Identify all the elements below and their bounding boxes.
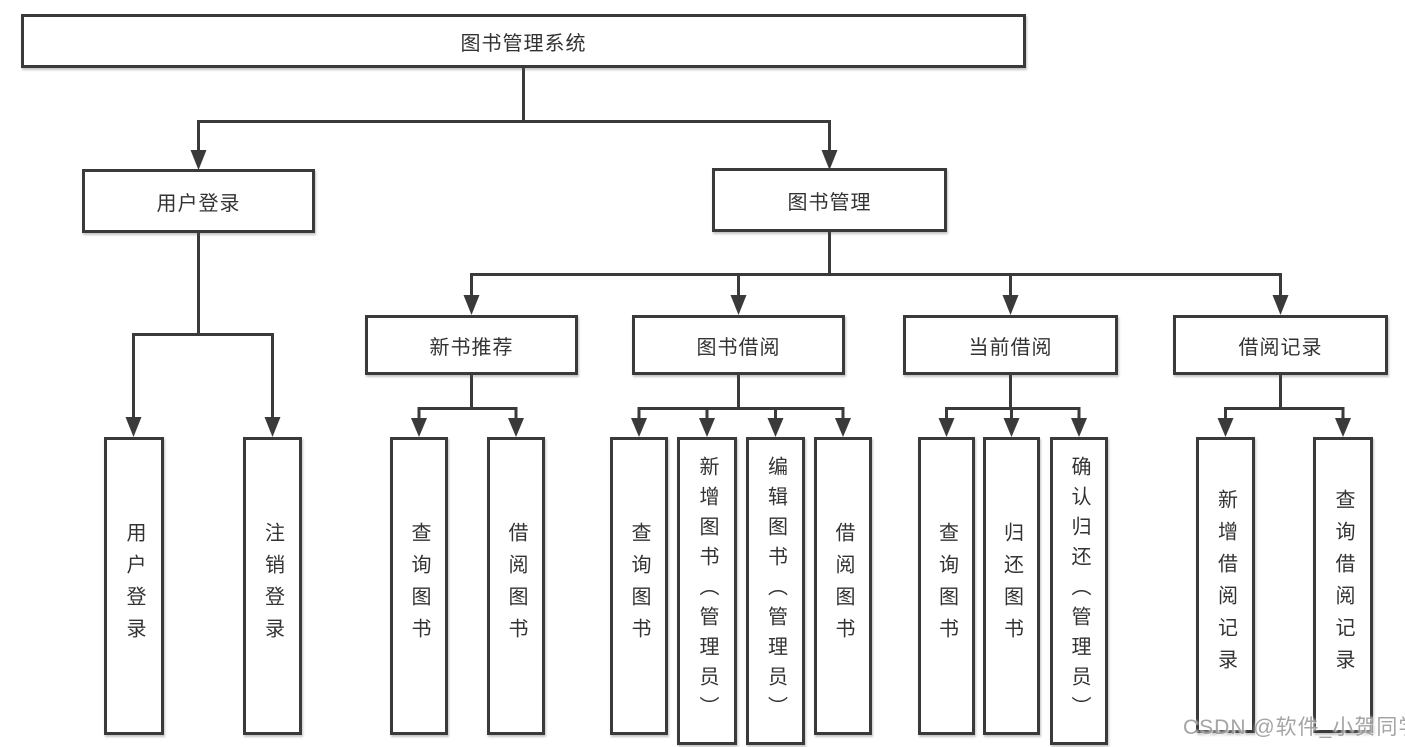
arrow-down-icon — [411, 418, 427, 437]
leaf-query-borrow-record: 查询借阅记录 — [1313, 437, 1373, 733]
leaf-logout: 注销登录 — [243, 437, 302, 735]
arrow-down-icon — [1272, 295, 1289, 315]
node-borrow-records: 借阅记录 — [1173, 315, 1388, 375]
connector-current-borrow-children — [938, 375, 1087, 437]
node-book-borrow: 图书借阅 — [632, 315, 845, 375]
arrow-down-icon — [508, 418, 524, 437]
connector-line — [417, 375, 518, 418]
arrow-down-icon — [767, 418, 784, 437]
leaf-confirm-return-admin: 确认归还（管理员） — [1050, 437, 1108, 745]
node-new-book-recommend: 新书推荐 — [365, 315, 578, 375]
arrow-down-icon — [699, 418, 715, 437]
arrow-down-icon — [1071, 418, 1087, 437]
connector-line — [470, 232, 1282, 296]
csdn-watermark: CSDN @软件_小贺同学 — [1183, 716, 1405, 739]
arrow-down-icon — [125, 417, 142, 437]
leaf-add-book-admin: 新增图书（管理员） — [677, 437, 737, 745]
connector-line — [637, 375, 845, 418]
arrow-down-icon — [821, 150, 838, 170]
connector-user-login-children — [125, 233, 281, 437]
connector-book-borrow-children — [631, 375, 851, 437]
arrow-down-icon — [1217, 418, 1234, 437]
node-current-borrow: 当前借阅 — [903, 315, 1118, 375]
root-node-library-management-system: 图书管理系统 — [21, 14, 1026, 68]
arrow-down-icon — [631, 418, 647, 437]
leaf-query-books-borrow: 查询图书 — [610, 437, 668, 735]
arrow-down-icon — [264, 417, 281, 437]
arrow-down-icon — [1002, 295, 1019, 315]
arrow-down-icon — [190, 150, 207, 170]
connector-line — [1224, 375, 1345, 418]
connector-line — [132, 233, 274, 418]
connector-book-management-children — [463, 232, 1289, 315]
node-user-login: 用户登录 — [82, 169, 315, 233]
arrow-down-icon — [1003, 418, 1020, 437]
arrow-down-icon — [463, 295, 480, 315]
connector-line — [945, 375, 1081, 418]
leaf-edit-book-admin: 编辑图书（管理员） — [746, 437, 805, 745]
arrow-down-icon — [938, 418, 955, 437]
leaf-borrow-books-recommend: 借阅图书 — [487, 437, 545, 735]
connector-borrow-records-children — [1217, 375, 1351, 437]
leaf-user-login: 用户登录 — [104, 437, 164, 735]
arrow-down-icon — [730, 295, 747, 315]
leaf-add-borrow-record: 新增借阅记录 — [1196, 437, 1255, 733]
leaf-query-books-recommend: 查询图书 — [390, 437, 448, 735]
leaf-query-books-current: 查询图书 — [918, 437, 975, 735]
node-book-management: 图书管理 — [712, 168, 947, 232]
arrow-down-icon — [835, 418, 851, 437]
connector-root-to-level2 — [190, 67, 838, 170]
leaf-return-book: 归还图书 — [983, 437, 1040, 735]
leaf-borrow-books: 借阅图书 — [814, 437, 872, 735]
arrow-down-icon — [1335, 418, 1351, 437]
connector-new-book-children — [411, 375, 524, 437]
connector-line — [197, 67, 831, 151]
